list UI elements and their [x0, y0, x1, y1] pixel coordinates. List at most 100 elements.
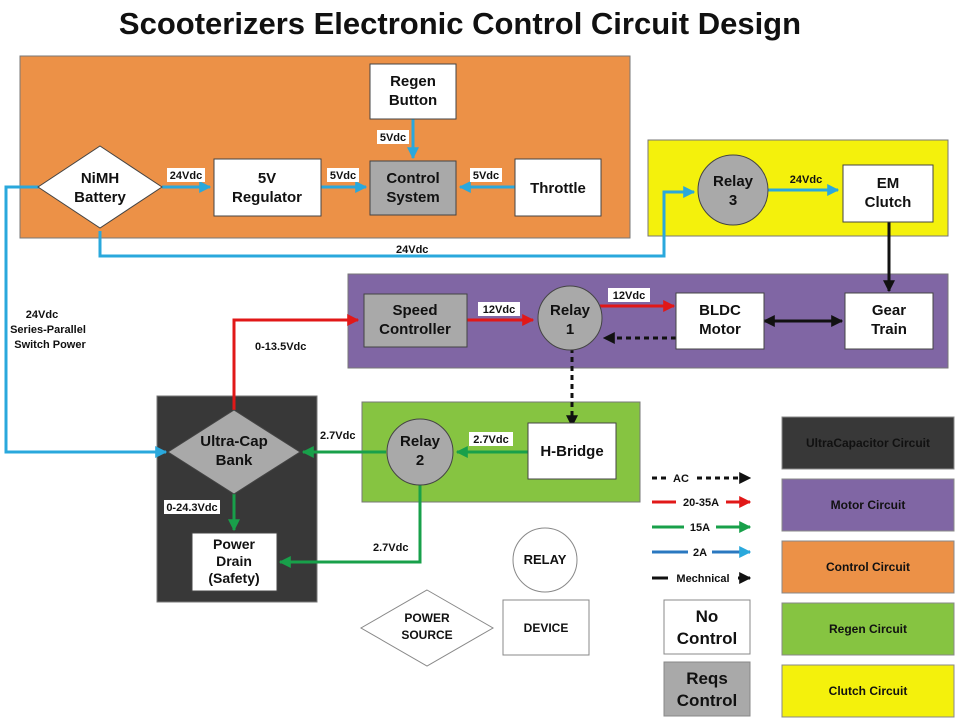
power-drain-node: Power Drain (Safety)	[191, 532, 278, 592]
svg-text:5Vdc: 5Vdc	[473, 170, 499, 182]
svg-text:RELAY: RELAY	[524, 552, 567, 567]
wire-battery-to-relay3	[98, 186, 696, 258]
label-ultracap-to-drain: 0-24.3Vdc	[164, 500, 220, 514]
svg-text:20-35A: 20-35A	[683, 497, 719, 509]
svg-text:Relay: Relay	[400, 433, 441, 450]
regulator-node: 5V Regulator	[213, 158, 322, 217]
relay1-node: Relay 1	[537, 285, 603, 351]
label-series-parallel-2: Series-Parallel	[10, 324, 86, 336]
svg-text:Relay: Relay	[713, 173, 754, 190]
em-clutch-node: EM Clutch	[842, 164, 934, 223]
svg-text:2A: 2A	[693, 547, 707, 559]
label-relay2-to-drain: 2.7Vdc	[373, 542, 408, 554]
label-relay3-to-clutch: 24Vdc	[787, 172, 825, 186]
svg-text:Reqs: Reqs	[686, 669, 728, 688]
svg-text:Ultra-Cap: Ultra-Cap	[200, 433, 268, 450]
label-relay2-to-ultracap: 2.7Vdc	[320, 430, 355, 442]
svg-text:Regulator: Regulator	[232, 189, 302, 206]
svg-text:Regen Circuit: Regen Circuit	[829, 622, 907, 636]
svg-text:Gear: Gear	[872, 302, 906, 319]
diagram-title: Scooterizers Electronic Control Circuit …	[119, 6, 801, 41]
svg-text:SOURCE: SOURCE	[401, 628, 452, 642]
speed-controller-node: Speed Controller	[363, 293, 468, 348]
svg-text:EM: EM	[877, 175, 900, 192]
label-ultracap-to-speed: 0-13.5Vdc	[255, 341, 306, 353]
svg-text:H-Bridge: H-Bridge	[540, 443, 603, 460]
label-hbridge-to-relay2: 2.7Vdc	[469, 432, 513, 446]
legend-line-2a: 2A	[652, 544, 752, 559]
svg-text:Control: Control	[677, 629, 737, 648]
svg-text:No: No	[696, 607, 719, 626]
svg-text:1: 1	[566, 321, 574, 338]
legend-power-source-shape: POWER SOURCE	[359, 589, 495, 667]
svg-text:UltraCapacitor Circuit: UltraCapacitor Circuit	[806, 436, 930, 450]
legend-ultracap-circuit: UltraCapacitor Circuit	[781, 416, 955, 470]
svg-text:5V: 5V	[258, 170, 276, 187]
control-system-node: Control System	[369, 160, 457, 216]
ultracap-bank-node: Ultra-Cap Bank	[167, 409, 301, 495]
svg-text:24Vdc: 24Vdc	[170, 170, 202, 182]
throttle-node: Throttle	[514, 158, 602, 217]
svg-text:0-24.3Vdc: 0-24.3Vdc	[166, 502, 217, 514]
svg-text:5Vdc: 5Vdc	[330, 170, 356, 182]
svg-text:2: 2	[416, 452, 424, 469]
label-series-parallel-3: Switch Power	[14, 339, 86, 351]
svg-text:DEVICE: DEVICE	[524, 621, 569, 635]
svg-text:Clutch Circuit: Clutch Circuit	[829, 684, 908, 698]
svg-text:BLDC: BLDC	[699, 302, 741, 319]
label-series-parallel-1: 24Vdc	[26, 309, 58, 321]
relay2-node: Relay 2	[386, 418, 454, 486]
legend-no-control: No Control	[663, 599, 751, 655]
svg-text:Regen: Regen	[390, 73, 436, 90]
svg-text:Clutch: Clutch	[865, 194, 912, 211]
hbridge-node: H-Bridge	[527, 422, 617, 480]
svg-text:Motor Circuit: Motor Circuit	[831, 498, 906, 512]
gear-train-node: Gear Train	[844, 292, 934, 350]
legend-motor-circuit: Motor Circuit	[781, 478, 955, 532]
svg-text:Button: Button	[389, 92, 437, 109]
svg-text:Battery: Battery	[74, 189, 126, 206]
legend-clutch-circuit: Clutch Circuit	[781, 664, 955, 718]
svg-text:AC: AC	[673, 473, 689, 485]
svg-text:24Vdc: 24Vdc	[790, 174, 822, 186]
svg-text:Drain: Drain	[216, 553, 252, 569]
label-regulator-to-control: 5Vdc	[327, 168, 359, 182]
legend-line-15a: 15A	[652, 519, 752, 534]
legend-device-shape: DEVICE	[502, 599, 590, 656]
svg-text:System: System	[386, 189, 439, 206]
svg-text:Train: Train	[871, 321, 907, 338]
svg-text:Mechnical: Mechnical	[676, 573, 729, 585]
legend-line-20-35a: 20-35A	[652, 494, 752, 509]
label-speed-to-relay1: 12Vdc	[478, 302, 520, 316]
legend-reqs-control: Reqs Control	[663, 661, 751, 717]
svg-text:Relay: Relay	[550, 302, 591, 319]
nimh-battery-node: NiMH Battery	[37, 145, 163, 229]
svg-text:15A: 15A	[690, 522, 710, 534]
svg-text:5Vdc: 5Vdc	[380, 132, 406, 144]
svg-text:Throttle: Throttle	[530, 180, 586, 197]
label-regen-to-control: 5Vdc	[377, 130, 409, 144]
svg-text:Speed: Speed	[392, 302, 437, 319]
svg-text:NiMH: NiMH	[81, 170, 119, 187]
wire-ultracap-to-speed	[232, 314, 360, 410]
svg-text:Power: Power	[213, 536, 256, 552]
svg-text:(Safety): (Safety)	[208, 570, 259, 586]
legend-regen-circuit: Regen Circuit	[781, 602, 955, 656]
relay3-node: Relay 3	[697, 154, 769, 226]
svg-text:3: 3	[729, 192, 737, 209]
svg-text:2.7Vdc: 2.7Vdc	[473, 434, 508, 446]
label-throttle-to-control: 5Vdc	[470, 168, 502, 182]
label-relay1-to-motor: 12Vdc	[608, 288, 650, 302]
svg-text:Control: Control	[677, 691, 737, 710]
bldc-motor-node: BLDC Motor	[675, 292, 765, 350]
svg-text:Control Circuit: Control Circuit	[826, 560, 910, 574]
wire-series-parallel	[4, 185, 168, 458]
svg-text:Control: Control	[386, 170, 439, 187]
svg-text:Motor: Motor	[699, 321, 741, 338]
legend-line-ac: AC	[652, 470, 752, 485]
svg-text:POWER: POWER	[404, 611, 450, 625]
svg-text:Bank: Bank	[216, 452, 253, 469]
wire-relay2-to-drain	[278, 484, 422, 568]
legend-control-circuit: Control Circuit	[781, 540, 955, 594]
